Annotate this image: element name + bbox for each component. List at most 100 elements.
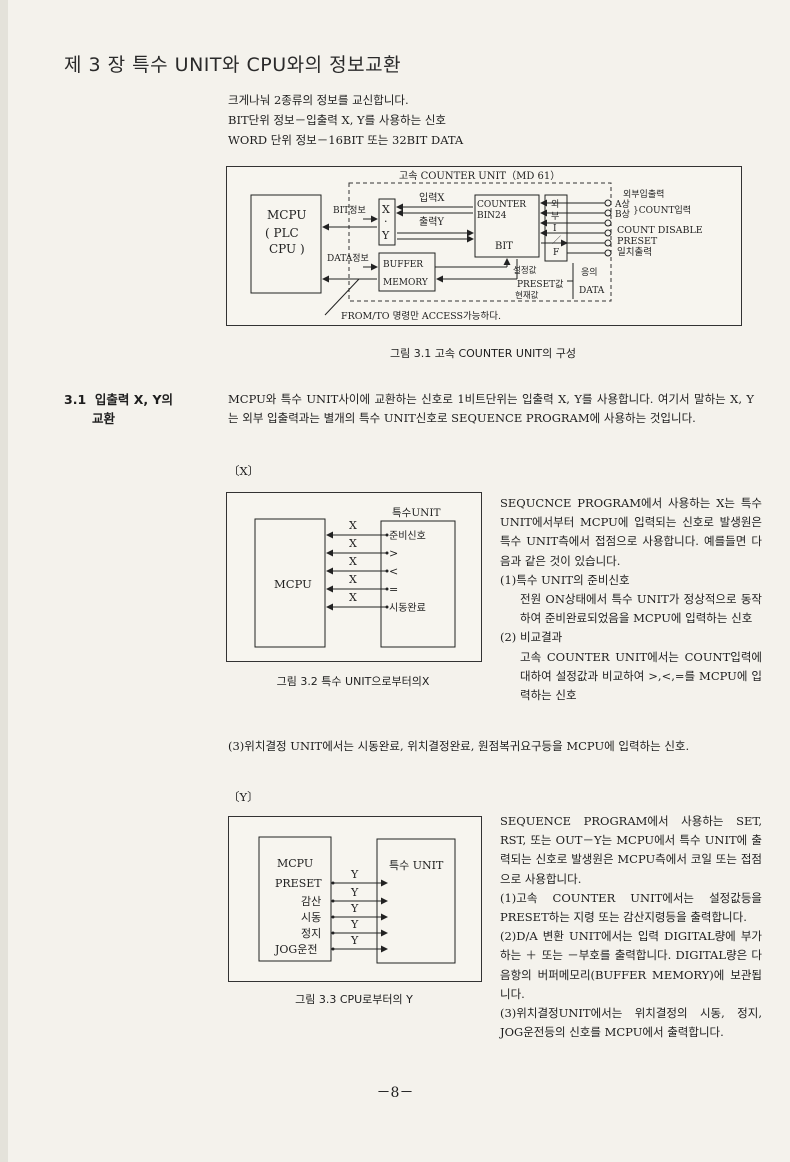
side-item: (1)특수 UNIT의 준비신호	[500, 572, 630, 587]
x-label: X	[349, 537, 357, 550]
bit-info-label: BIT정보	[333, 205, 366, 216]
interface-label: F	[553, 248, 559, 258]
x-label: X	[349, 573, 357, 586]
y-section-label: 〔Y〕	[228, 790, 259, 804]
x-label: X	[349, 555, 357, 568]
signal-label: 정지	[301, 927, 321, 940]
xy-block	[378, 198, 396, 246]
y-label: Y	[350, 902, 359, 915]
signal-label: PRESET	[275, 877, 322, 890]
figure-3-3: MCPU 특수 UNIT PRESET 감산 시동 정지 JOG운전 Y Y Y…	[228, 816, 482, 982]
intro-line: 크게나눠 2종류의 정보를 교신합니다.	[228, 93, 409, 107]
ext-data-label: DATA	[579, 286, 605, 296]
side-item: (1)고속 COUNTER UNIT에서는 설정값등을 PRESET하는 지령 …	[500, 890, 762, 925]
buffer-label: BUFFER	[383, 260, 423, 270]
special-unit-block	[380, 520, 456, 648]
xy-label: Y	[381, 229, 390, 242]
figure-3-2: MCPU 특수UNIT X X X X X 준비신호 > < = 시동완료	[226, 492, 482, 662]
y-label: Y	[350, 886, 359, 899]
signal-label: 시동	[301, 911, 321, 924]
xy-label: X	[382, 203, 390, 216]
signal-label: JOG운전	[274, 943, 317, 956]
special-unit-label: 특수UNIT	[392, 507, 441, 519]
ext-data-label: 응의	[581, 267, 598, 278]
side-paragraph: SEQUENCE PROGRAM에서 사용하는 SET, RST, 또는 OUT…	[500, 814, 762, 886]
mcpu-block	[258, 836, 332, 962]
intro-line: WORD 단위 정보－16BIT 또는 32BIT DATA	[228, 133, 464, 147]
signal-label: 시동완료	[389, 602, 426, 614]
figure-3-2-diagram: MCPU 특수UNIT X X X X X 준비신호 > < = 시동완료	[254, 507, 456, 648]
access-note: FROM/TO 명령만 ACCESS가능하다.	[341, 310, 501, 322]
y-label: Y	[350, 868, 359, 881]
signal-label: 감산	[301, 895, 321, 908]
mcpu-label: MCPU	[277, 857, 313, 870]
section-paragraph: MCPU와 특수 UNIT사이에 교환하는 신호로 1비트단위는 입출력 X, …	[228, 392, 754, 425]
special-unit-block	[376, 838, 456, 964]
x-section-label: 〔X〕	[228, 464, 260, 478]
section-number: 3.1	[64, 392, 87, 407]
side-item: (3)위치결정UNIT에서는 위치결정의 시동, 정지, JOG운전등의 신호를…	[500, 1006, 762, 1040]
counter-block	[474, 194, 540, 258]
y-signals: PRESET 감산 시동 정지 JOG운전 Y Y Y Y Y	[274, 868, 388, 956]
chapter-title: 제 3 장 특수 UNIT와 CPU와의 정보교환	[64, 54, 402, 76]
ext-signal-label: }COUNT입력	[633, 204, 691, 216]
interface-label: I	[553, 224, 557, 234]
signal-label: >	[389, 547, 398, 560]
ext-signal-label: PRESET	[617, 236, 658, 247]
figure-3-2-caption: 그림 3.2 특수 UNIT으로부터의X	[276, 675, 430, 688]
figure-3-3-caption: 그림 3.3 CPU로부터의 Y	[295, 993, 413, 1006]
x-label: X	[349, 519, 357, 532]
ext-signal-label: B상	[615, 209, 630, 220]
side-item: (2)D/A 변환 UNIT에서는 입력 DIGITAL량에 부가하는 ＋ 또는…	[500, 929, 762, 1001]
counter-label: BIN24	[477, 211, 507, 221]
bit-label: BIT	[495, 241, 513, 252]
preset-value-label: PRESET값	[517, 278, 563, 290]
ext-signal-label: COUNT DISABLE	[617, 225, 703, 236]
interface-label: 부	[551, 211, 559, 222]
ext-signal-label: 일치출력	[617, 246, 652, 258]
mcpu-label: MCPU	[274, 577, 312, 591]
set-value-label: 설정값	[513, 265, 537, 276]
input-x-label: 입력X	[419, 191, 445, 204]
page-edge	[0, 0, 8, 1162]
unit-title: 고속 COUNTER UNIT（MD 61）	[399, 170, 560, 182]
intro-text: 크게나눠 2종류의 정보를 교신합니다. BIT단위 정보－입출력 X, Y를 …	[228, 90, 463, 150]
x-item-3: (3)위치결정 UNIT에서는 시동완료, 위치결정완료, 원점복귀요구등을 M…	[228, 739, 690, 753]
interface-label: 외	[551, 198, 559, 210]
x-side-text: SEQUCNCE PROGRAM에서 사용하는 X는 특수 UNIT에서부터 M…	[500, 494, 762, 705]
section-title-cont: 교환	[92, 411, 116, 426]
side-item: (2) 비교결과	[500, 630, 563, 645]
counter-label: COUNTER	[477, 200, 526, 210]
signal-label: 준비신호	[389, 530, 426, 542]
buffer-memory-block	[378, 252, 436, 292]
buffer-label: MEMORY	[383, 278, 429, 288]
current-value-label: 현재값	[515, 290, 539, 301]
y-label: Y	[350, 918, 359, 931]
data-info-label: DATA정보	[327, 253, 369, 264]
mcpu-block	[254, 518, 326, 648]
intro-line: BIT단위 정보－입출력 X, Y를 사용하는 신호	[228, 113, 446, 127]
side-item-text: 전원 ON상태에서 특수 UNIT가 정상적으로 동작하여 준비완료되었음을 M…	[520, 592, 762, 626]
mcpu-label: MCPU	[267, 208, 306, 222]
side-item-text: 고속 COUNTER UNIT에서는 COUNT입력에 대하여 설정값과 비교하…	[520, 649, 762, 703]
signal-label: <	[389, 565, 398, 578]
figure-3-1-caption: 그림 3.1 고속 COUNTER UNIT의 구성	[390, 347, 576, 360]
mcpu-label: ( PLC	[265, 226, 299, 240]
figure-3-1: 고속 COUNTER UNIT（MD 61） MCPU ( PLC CPU ) …	[226, 166, 742, 326]
ext-signal-label: 외부입출력	[623, 188, 664, 200]
section-heading: 3.1 입출력 X, Y의 교환	[64, 390, 173, 428]
signal-label: =	[389, 583, 398, 596]
interface-block	[544, 194, 568, 262]
figure-3-3-diagram: MCPU 특수 UNIT PRESET 감산 시동 정지 JOG운전 Y Y Y…	[258, 836, 456, 964]
section-title: 입출력 X, Y의	[94, 392, 174, 407]
unit-boundary	[348, 182, 612, 302]
interface-label: ／	[552, 235, 561, 246]
output-y-label: 출력Y	[419, 216, 444, 228]
y-side-text: SEQUENCE PROGRAM에서 사용하는 SET, RST, 또는 OUT…	[500, 812, 762, 1042]
mcpu-block	[250, 194, 322, 294]
ext-signal-label: A상	[614, 199, 630, 210]
page-number: －8－	[376, 1085, 414, 1101]
special-unit-label: 특수 UNIT	[389, 859, 444, 872]
y-label: Y	[350, 934, 359, 947]
xy-label: ·	[384, 215, 388, 228]
